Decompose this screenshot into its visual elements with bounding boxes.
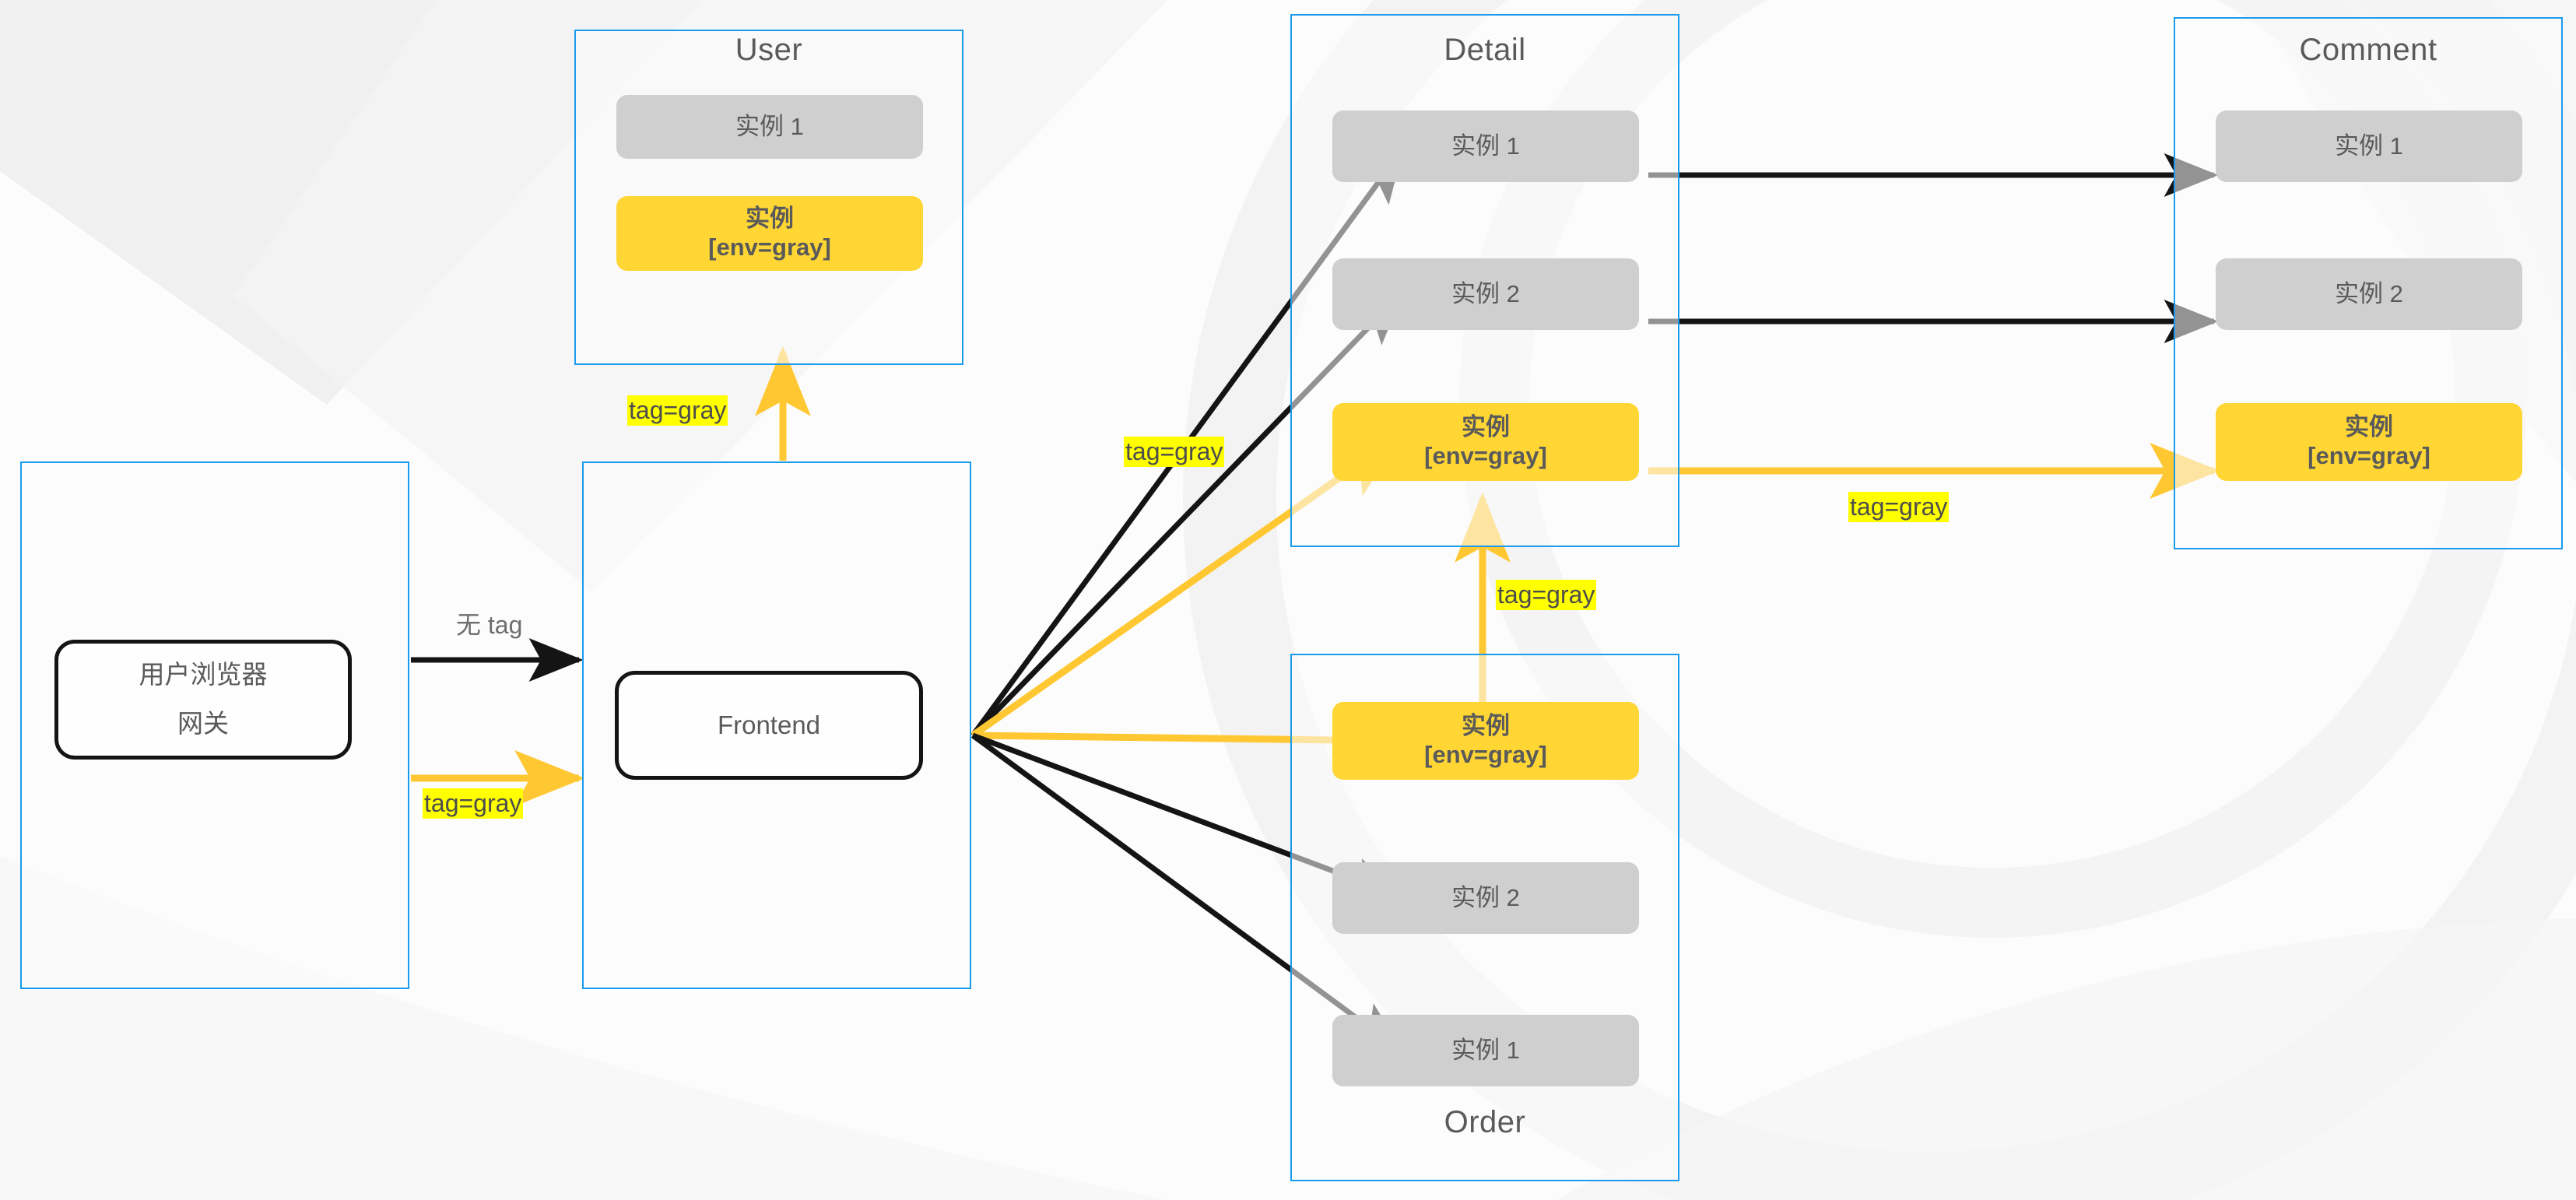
- node-browser-line1: 用户浏览器: [139, 660, 268, 689]
- instance-order-1[interactable]: 实例 1: [1332, 1015, 1639, 1086]
- instance-comment-gray-line1: 实例: [2345, 413, 2393, 441]
- instance-user-gray-line2: [env=gray]: [708, 233, 831, 261]
- instance-comment-2-label: 实例 2: [2335, 279, 2403, 307]
- instance-user-1[interactable]: 实例 1: [616, 95, 923, 159]
- instance-user-gray-line1: 实例: [746, 205, 794, 233]
- instance-detail-1-label: 实例 1: [1451, 132, 1520, 160]
- instance-detail-2-label: 实例 2: [1451, 279, 1520, 307]
- node-user-browser-gateway[interactable]: 用户浏览器 网关: [54, 640, 352, 760]
- instance-comment-2[interactable]: 实例 2: [2216, 258, 2522, 330]
- instance-user-gray[interactable]: 实例 [env=gray]: [616, 196, 923, 271]
- instance-order-1-label: 实例 1: [1451, 1036, 1520, 1064]
- instance-comment-1[interactable]: 实例 1: [2216, 111, 2522, 182]
- edge-label-detail-comment-gray: tag=gray: [1848, 492, 1950, 522]
- edge-label-frontend-user-gray: tag=gray: [627, 395, 728, 426]
- node-frontend-label: Frontend: [717, 710, 821, 739]
- edge-label-browser-frontend-gray: tag=gray: [423, 788, 524, 819]
- group-user-title: User: [735, 33, 803, 67]
- edge-label-browser-frontend-default: 无 tag: [456, 611, 523, 639]
- instance-order-gray-line1: 实例: [1462, 712, 1510, 740]
- instance-comment-gray[interactable]: 实例 [env=gray]: [2216, 403, 2522, 481]
- node-frontend[interactable]: Frontend: [615, 671, 923, 780]
- instance-comment-1-label: 实例 1: [2335, 132, 2403, 160]
- edge-label-frontend-detail-gray: tag=gray: [1124, 437, 1225, 467]
- group-order-title: Order: [1444, 1105, 1526, 1139]
- instance-order-2-label: 实例 2: [1451, 883, 1520, 911]
- instance-order-2[interactable]: 实例 2: [1332, 862, 1639, 934]
- instance-detail-1[interactable]: 实例 1: [1332, 111, 1639, 182]
- instance-detail-gray-line2: [env=gray]: [1424, 442, 1547, 469]
- instance-order-gray[interactable]: 实例 [env=gray]: [1332, 702, 1639, 780]
- instance-detail-2[interactable]: 实例 2: [1332, 258, 1639, 330]
- instance-user-1-label: 实例 1: [735, 112, 804, 140]
- instance-detail-gray[interactable]: 实例 [env=gray]: [1332, 403, 1639, 481]
- group-comment-title: Comment: [2299, 33, 2437, 67]
- instance-comment-gray-line2: [env=gray]: [2308, 442, 2430, 469]
- node-browser-line2: 网关: [177, 709, 229, 738]
- group-detail-title: Detail: [1444, 33, 1526, 67]
- edge-label-order-detail-gray: tag=gray: [1496, 580, 1597, 610]
- instance-order-gray-line2: [env=gray]: [1424, 741, 1547, 768]
- instance-detail-gray-line1: 实例: [1462, 413, 1510, 441]
